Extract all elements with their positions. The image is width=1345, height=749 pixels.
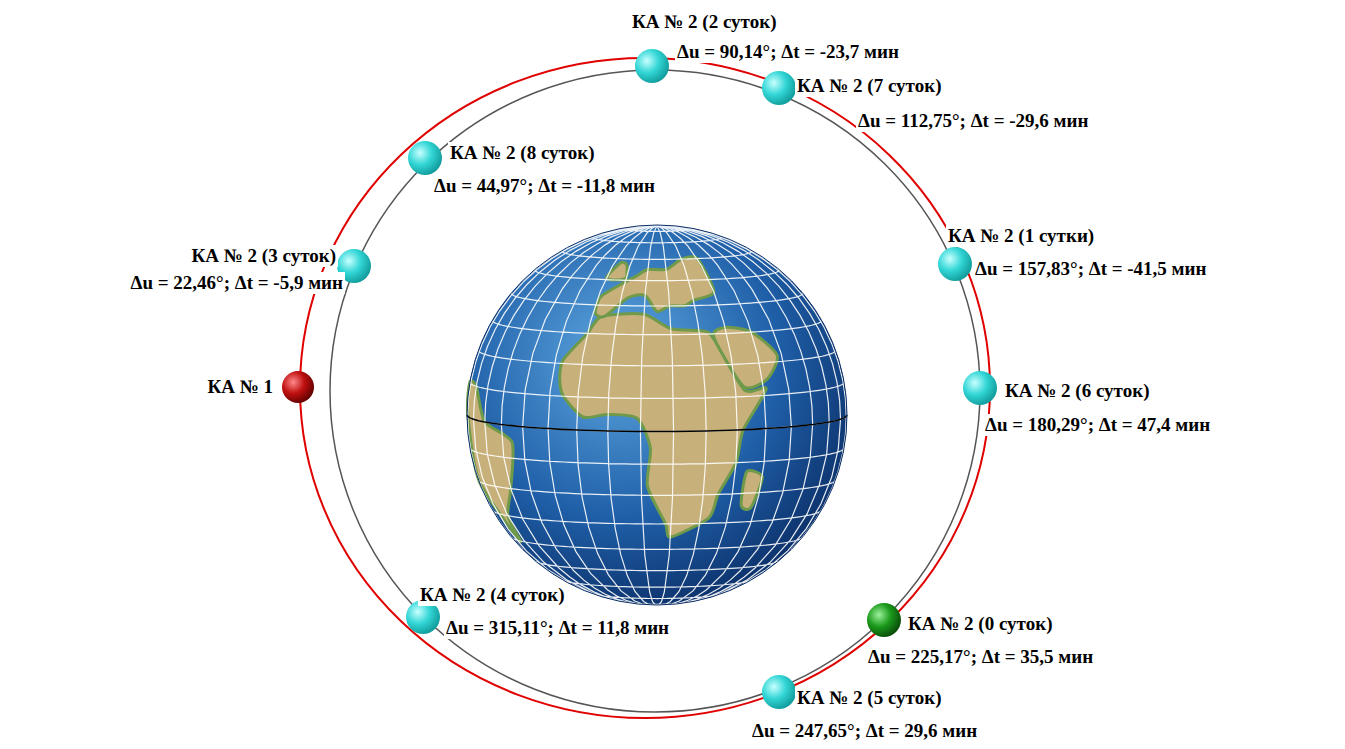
satellite-offset: Δu = 157,83°; Δt = -41,5 мин (973, 258, 1208, 280)
satellite-offset: Δu = 180,29°; Δt = 47,4 мин (983, 414, 1212, 436)
satellite-name: КА № 2 (4 суток) (418, 584, 566, 606)
satellite-dot (635, 49, 669, 83)
satellite-name: КА № 2 (2 суток) (630, 11, 778, 33)
satellite-dot (963, 371, 997, 405)
satellite-offset: Δu = 225,17°; Δt = 35,5 мин (866, 646, 1095, 668)
satellite-name: КА № 2 (5 суток) (795, 687, 943, 709)
satellite-offset: Δu = 44,97°; Δt = -11,8 мин (432, 175, 657, 197)
satellite-offset: Δu = 90,14°; Δt = -23,7 мин (675, 41, 901, 63)
satellite-offset: Δu = 22,46°; Δt = -5,9 мин (129, 272, 345, 294)
earth-globe (467, 225, 847, 605)
satellites (282, 49, 997, 709)
ocean (467, 225, 847, 605)
orbit-gray (330, 70, 980, 712)
satellite-name: КА № 2 (7 суток) (795, 75, 943, 97)
satellite-offset: Δu = 247,65°; Δt = 29,6 мин (750, 720, 979, 742)
graticule (467, 225, 847, 605)
land-mass (467, 381, 520, 542)
equator (467, 415, 847, 432)
satellite-name: КА № 2 (6 суток) (1003, 380, 1151, 402)
globe-rim (467, 225, 847, 605)
satellite-name: КА № 2 (1 сутки) (946, 225, 1096, 247)
satellite-dot (408, 141, 442, 175)
satellite-dot (282, 371, 314, 403)
satellite-dot (867, 603, 901, 637)
satellite-dot (762, 71, 796, 105)
satellite-name: КА № 2 (0 суток) (906, 613, 1054, 635)
satellite-name: КА № 2 (8 суток) (448, 142, 596, 164)
satellite-name: КА № 1 (205, 376, 275, 398)
satellite-offset: Δu = 315,11°; Δt = 11,8 мин (444, 617, 671, 639)
land-mass (713, 327, 777, 388)
satellite-dot (938, 247, 972, 281)
satellite-offset: Δu = 112,75°; Δt = -29,6 мин (856, 110, 1090, 132)
orbit-red (300, 58, 990, 718)
satellite-dot (762, 675, 796, 709)
satellite-name: КА № 2 (3 суток) (190, 245, 338, 267)
